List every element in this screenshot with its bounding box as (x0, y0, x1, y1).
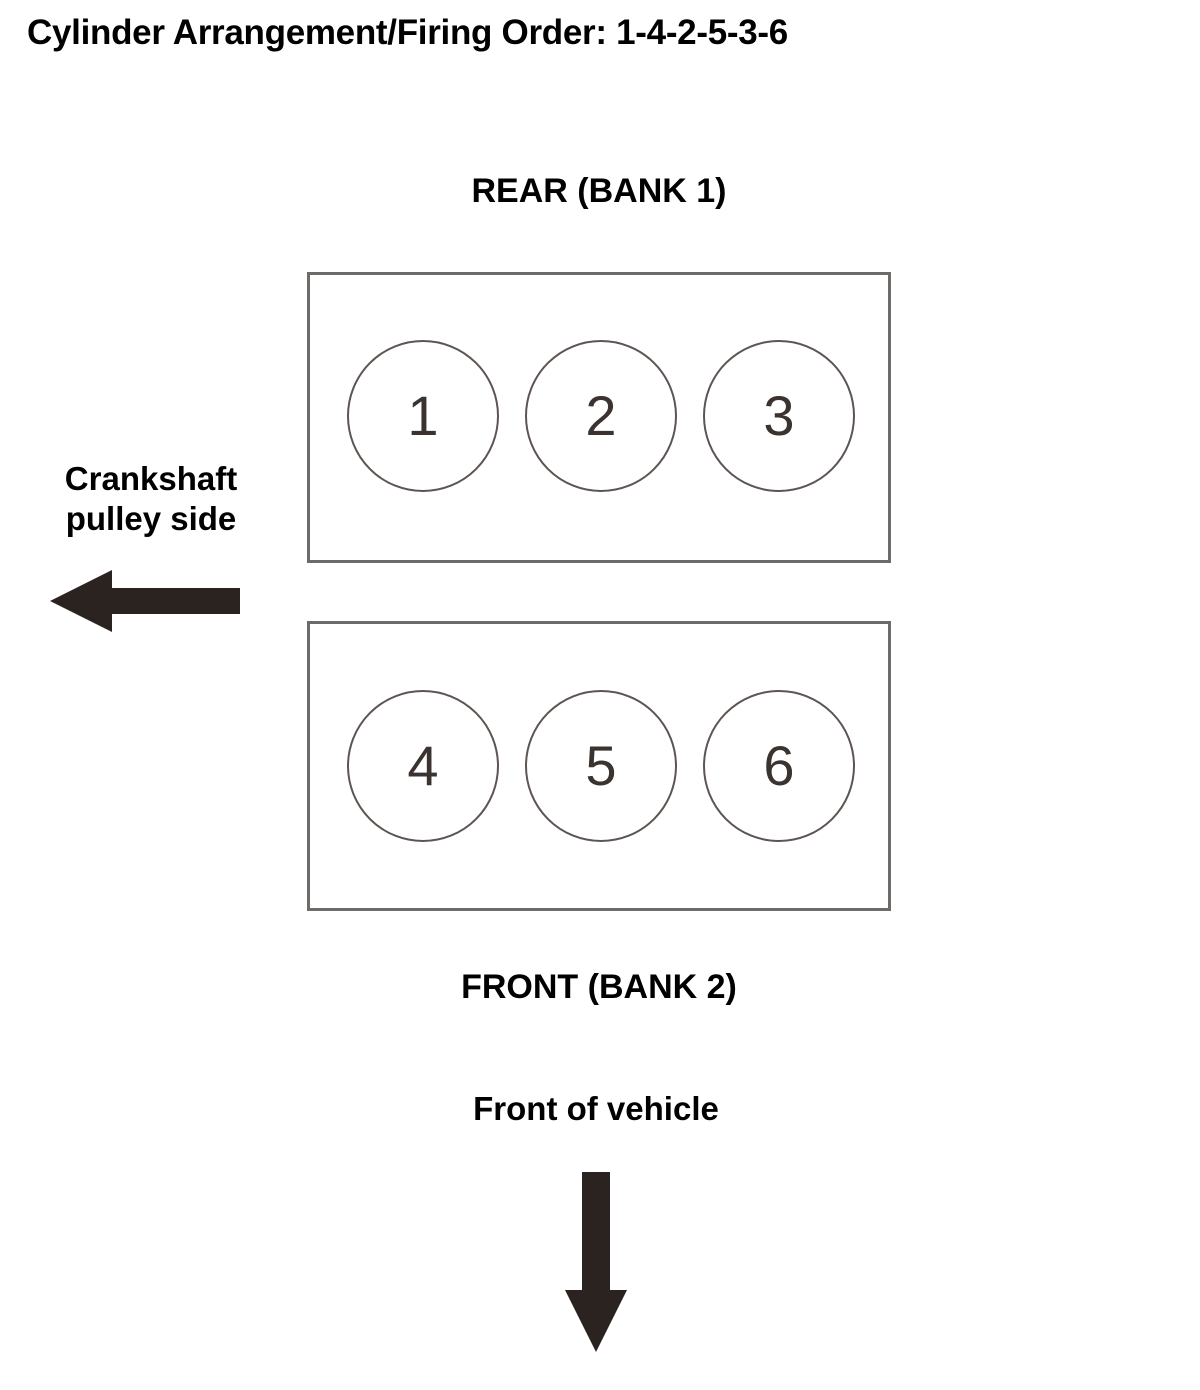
crankshaft-pulley-side-label: Crankshaft pulley side (10, 459, 292, 540)
front-of-vehicle-label: Front of vehicle (473, 1090, 719, 1127)
cylinder-3: 3 (703, 340, 855, 492)
page-title: Cylinder Arrangement/Firing Order: 1-4-2… (27, 13, 788, 52)
cylinder-5-number: 5 (585, 734, 617, 797)
cylinder-4-number: 4 (407, 734, 439, 797)
cylinder-2-number: 2 (585, 384, 617, 447)
cylinder-3-number: 3 (763, 384, 795, 447)
cylinder-2: 2 (525, 340, 677, 492)
crankshaft-label-line-1: Crankshaft (64, 460, 238, 497)
cylinder-1-number: 1 (407, 384, 439, 447)
bank-1-label: REAR (BANK 1) (471, 172, 727, 210)
cylinder-4: 4 (347, 690, 499, 842)
crankshaft-label-line-2: pulley side (65, 500, 237, 538)
cylinder-5: 5 (525, 690, 677, 842)
cylinder-1: 1 (347, 340, 499, 492)
left-arrow-icon (50, 570, 240, 632)
bank-2-label: FRONT (BANK 2) (461, 968, 737, 1006)
cylinder-6: 6 (703, 690, 855, 842)
cylinder-6-number: 6 (763, 734, 795, 797)
down-arrow-icon (565, 1172, 627, 1352)
